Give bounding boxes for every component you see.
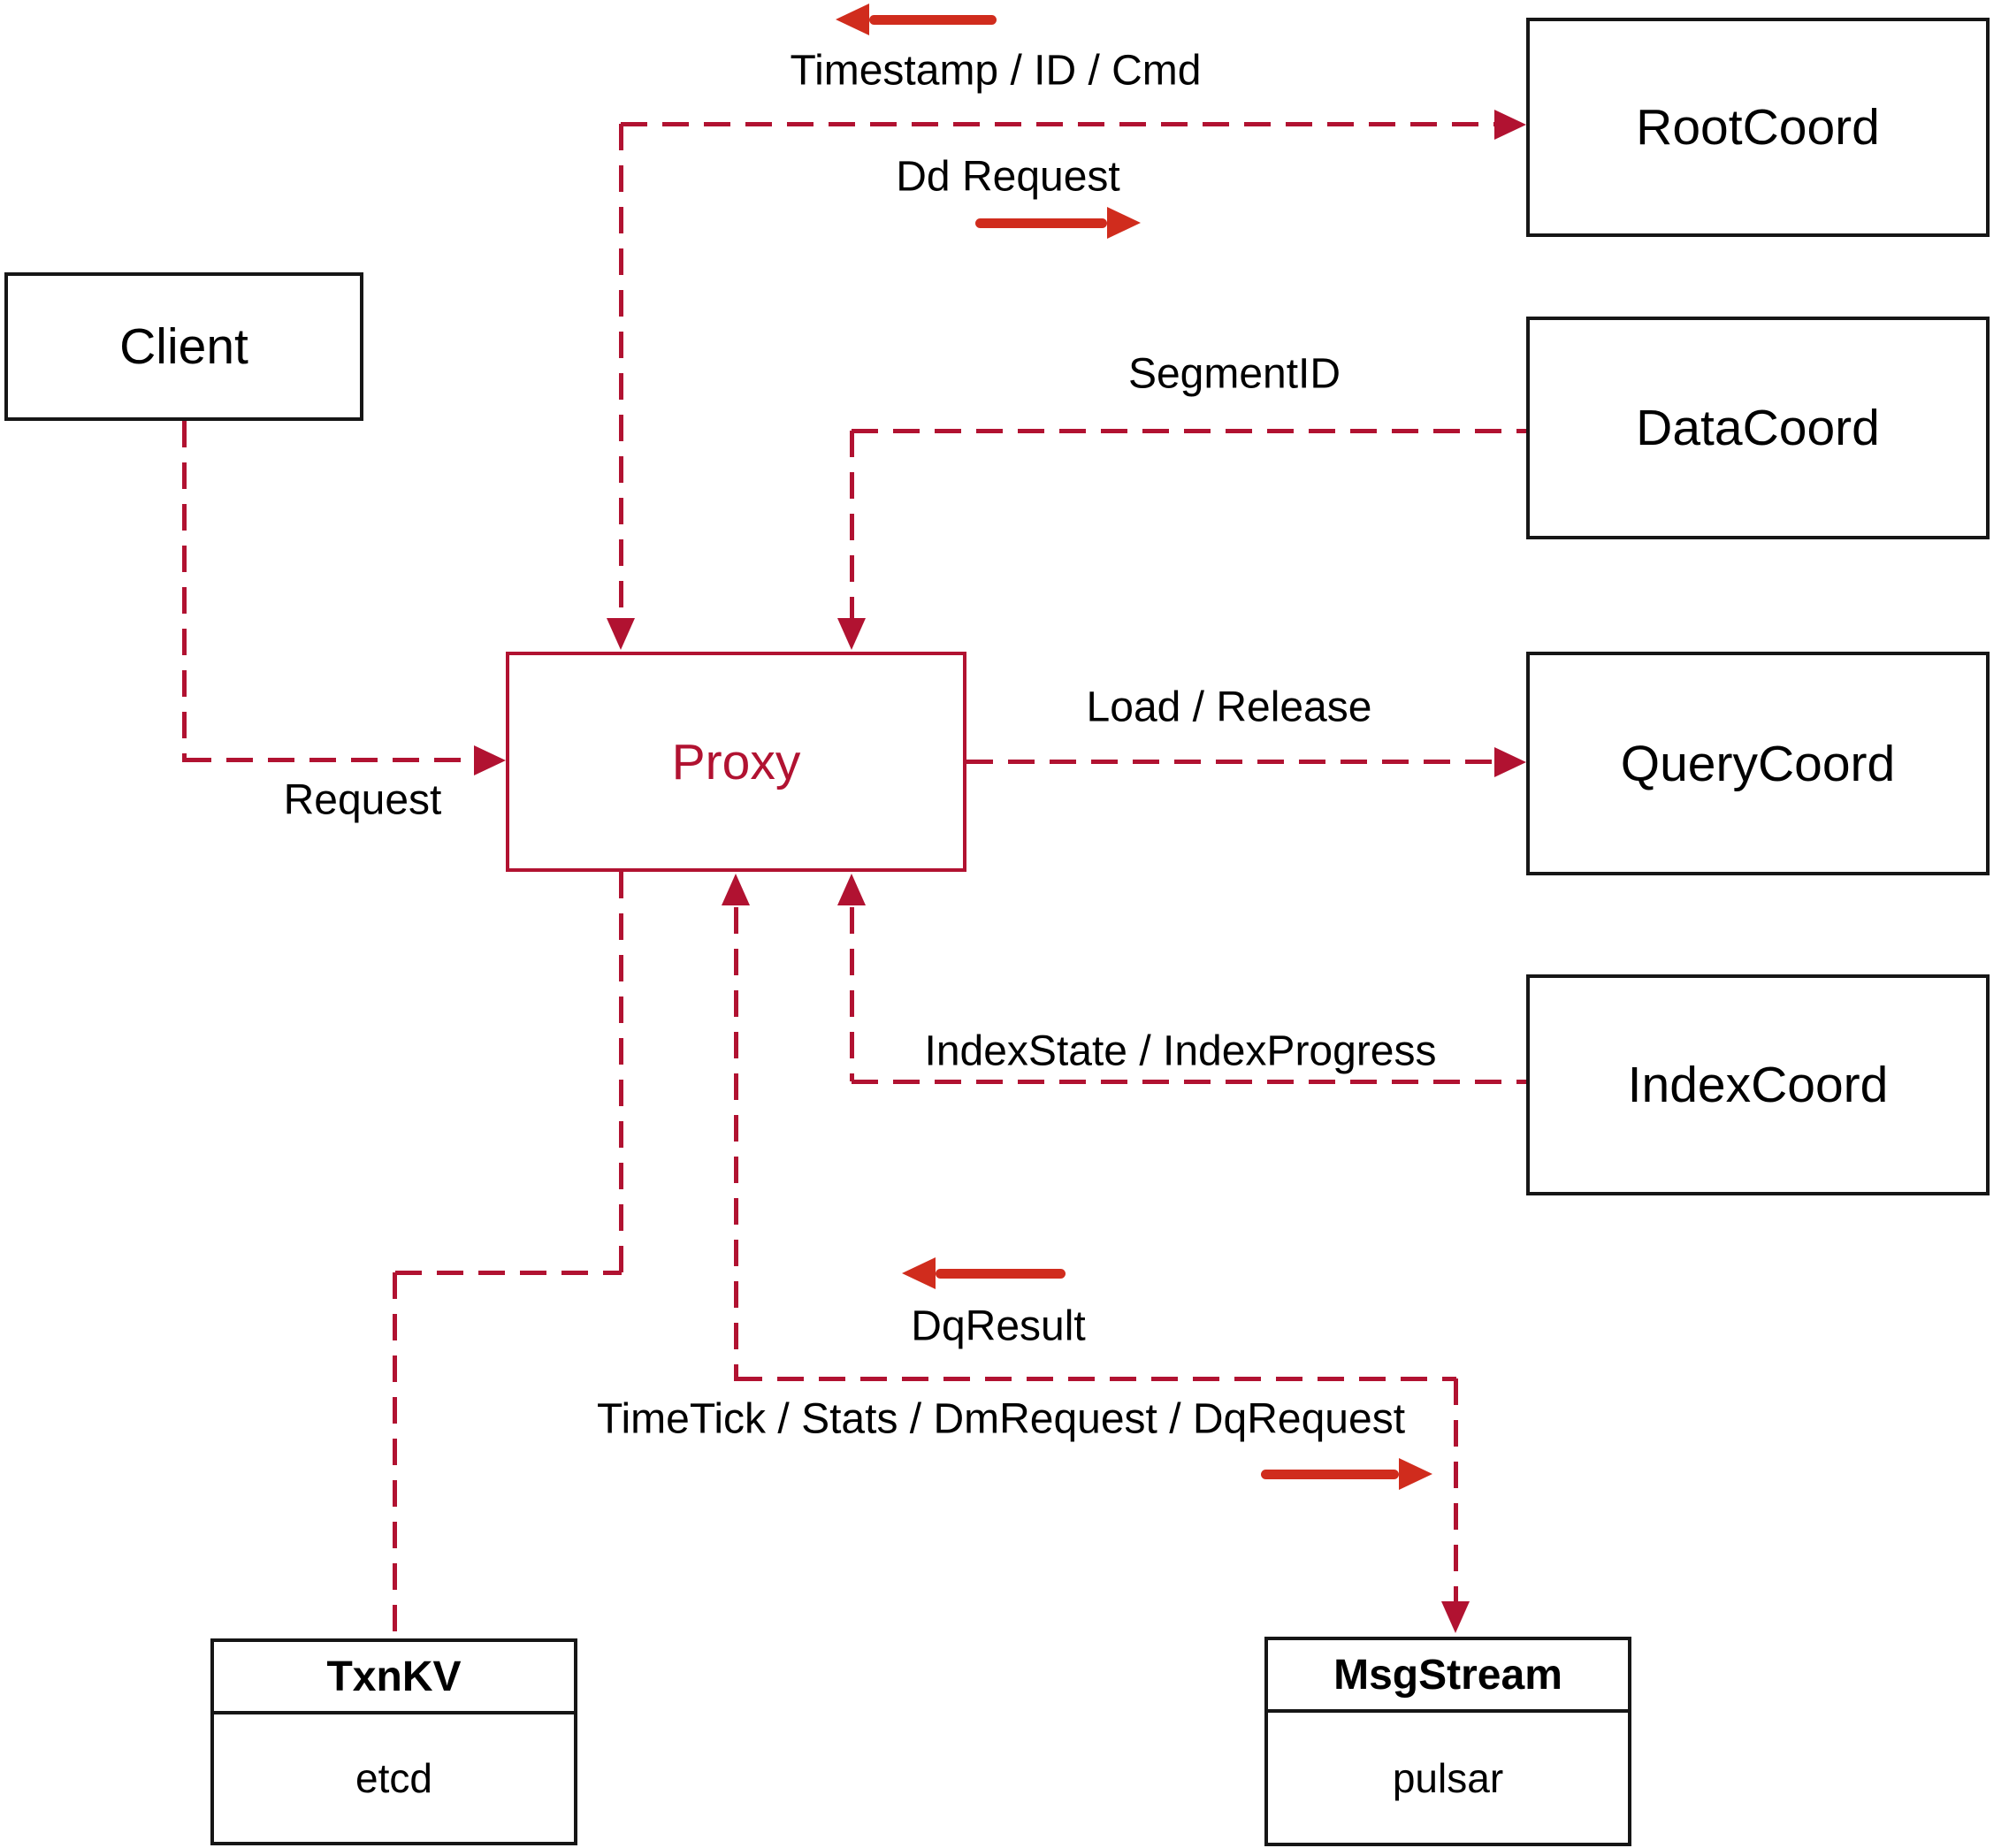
direction-arrow-ddrequest-right: [975, 207, 1141, 239]
edge-label-segment-id: SegmentID: [1127, 350, 1341, 398]
arrowhead-into-proxy-left: [474, 745, 506, 775]
arrowhead-into-querycoord: [1494, 747, 1526, 777]
edge-label-dd-request: Dd Request: [896, 153, 1120, 201]
edge-proxy-msgstream-vertical-right: [1454, 1378, 1458, 1603]
node-proxy: Proxy: [506, 652, 966, 872]
node-datacoord: DataCoord: [1526, 317, 1990, 539]
edge-datacoord-proxy-vertical: [850, 431, 854, 618]
node-txnkv-impl: etcd: [355, 1755, 432, 1801]
edge-proxy-txnkv-horizontal: [395, 1271, 622, 1275]
edge-client-proxy-horizontal: [185, 758, 474, 762]
edge-label-dq-result: DqResult: [911, 1302, 1086, 1350]
edge-proxy-querycoord-horizontal: [966, 760, 1494, 764]
arrowhead-into-proxy-bottom-middle: [722, 874, 750, 905]
node-proxy-label: Proxy: [671, 733, 801, 790]
edge-datacoord-proxy-horizontal: [852, 429, 1526, 433]
node-txnkv-title: TxnKV: [214, 1642, 574, 1714]
direction-arrow-dqresult-left: [902, 1257, 1066, 1289]
edge-label-load-release: Load / Release: [1086, 683, 1372, 731]
node-txnkv: TxnKV etcd: [210, 1638, 577, 1845]
edge-proxy-rootcoord-horizontal: [621, 122, 1494, 126]
arrowhead-into-proxy-bottom-right: [837, 874, 866, 905]
node-rootcoord-label: RootCoord: [1636, 99, 1880, 156]
edge-indexcoord-proxy-vertical: [850, 907, 854, 1081]
node-querycoord-label: QueryCoord: [1620, 735, 1896, 792]
node-querycoord: QueryCoord: [1526, 652, 1990, 875]
direction-arrow-timestamp-left: [836, 4, 997, 35]
edge-client-proxy-vertical: [182, 421, 187, 762]
node-msgstream: MsgStream pulsar: [1264, 1637, 1631, 1846]
arrowhead-into-proxy-top-left: [607, 618, 635, 650]
direction-arrow-timetick-right: [1261, 1458, 1432, 1490]
arrow-left-icon: [902, 1257, 936, 1289]
edge-indexcoord-proxy-horizontal: [852, 1080, 1526, 1084]
node-msgstream-impl: pulsar: [1392, 1754, 1504, 1801]
arrowhead-into-msgstream: [1441, 1601, 1470, 1633]
node-rootcoord: RootCoord: [1526, 18, 1990, 237]
edge-label-timestamp-id-cmd: Timestamp / ID / Cmd: [790, 47, 1202, 95]
arrowhead-into-rootcoord: [1494, 110, 1526, 140]
edge-proxy-txnkv-vertical-upper: [619, 872, 623, 1275]
node-client-label: Client: [119, 318, 248, 375]
edge-label-index-state: IndexState / IndexProgress: [924, 1027, 1437, 1075]
node-client: Client: [4, 272, 363, 421]
edge-proxy-msgstream-horizontal: [736, 1377, 1456, 1381]
edge-proxy-txnkv-vertical-lower: [393, 1272, 397, 1638]
node-indexcoord: IndexCoord: [1526, 974, 1990, 1195]
edge-proxy-msgstream-vertical-left: [734, 907, 738, 1381]
arrow-left-icon: [836, 4, 869, 35]
edge-proxy-rootcoord-vertical: [619, 124, 623, 620]
node-msgstream-title: MsgStream: [1268, 1640, 1628, 1713]
edge-label-request: Request: [283, 776, 442, 824]
edge-label-time-tick: TimeTick / Stats / DmRequest / DqRequest: [596, 1395, 1406, 1443]
arrow-right-icon: [1107, 207, 1141, 239]
node-indexcoord-label: IndexCoord: [1627, 1057, 1889, 1113]
arrow-right-icon: [1399, 1458, 1432, 1490]
arrowhead-into-proxy-top-right: [837, 618, 866, 650]
node-datacoord-label: DataCoord: [1636, 400, 1880, 456]
